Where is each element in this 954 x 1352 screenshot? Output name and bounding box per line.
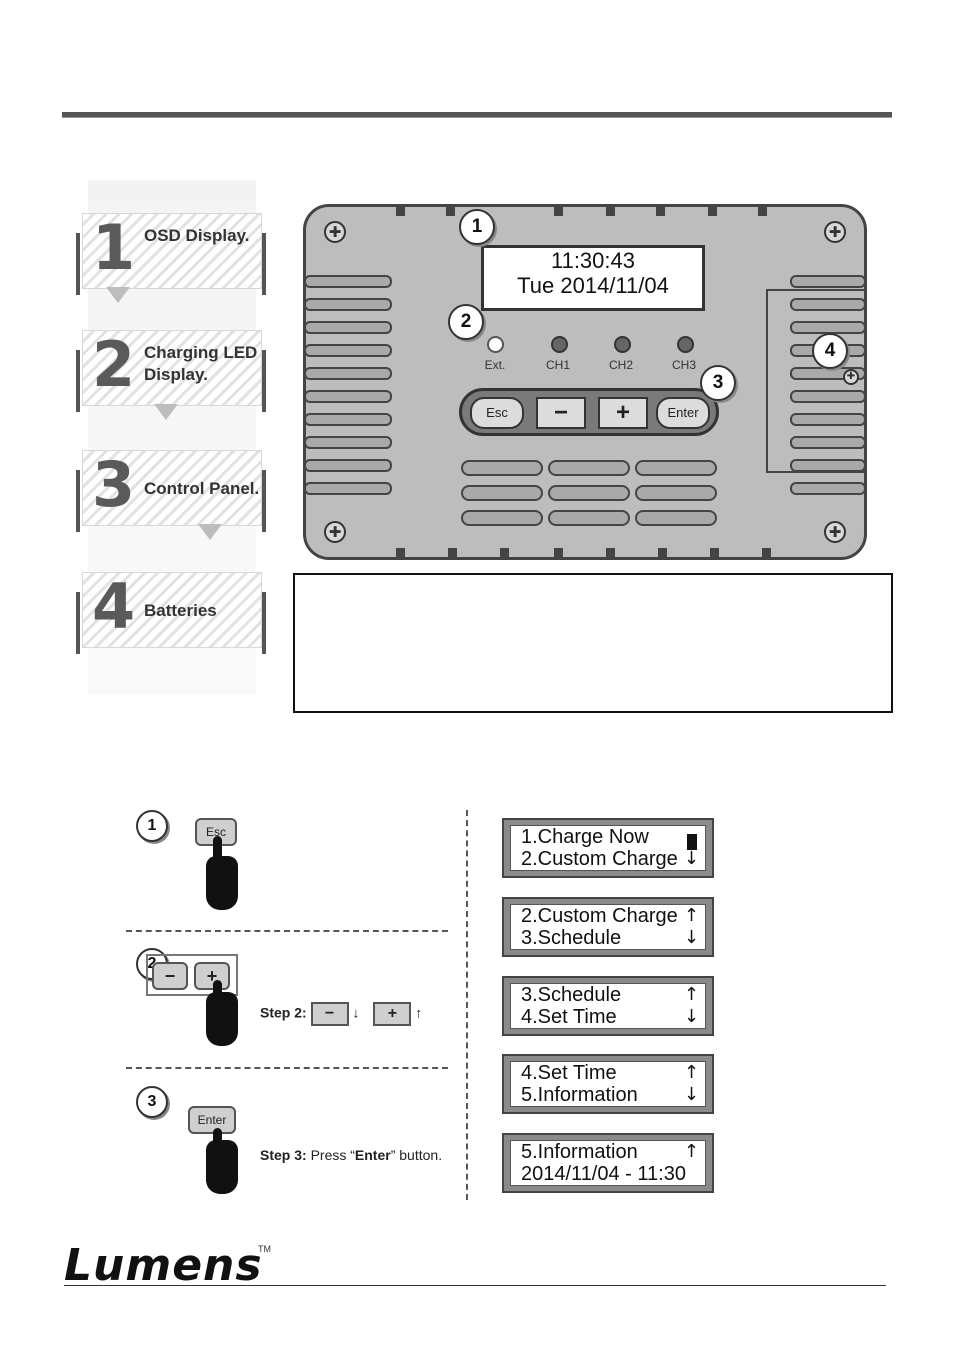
pointing-hand-icon — [213, 836, 222, 866]
vertical-divider — [466, 810, 468, 1200]
menu-screen-1: 1.Charge Now 2.Custom Charge ↓ — [502, 818, 714, 878]
legend-item-osd-display: 1 OSD Display. — [76, 205, 268, 303]
menu-screen-4: 4.Set Time ↑ 5.Information ↓ — [502, 1054, 714, 1114]
callout-3: 3 — [700, 365, 736, 401]
up-arrow-icon: ↑ — [683, 1141, 699, 1162]
step-divider — [126, 1067, 448, 1069]
osd-time: 11:30:43 — [550, 248, 635, 273]
screw-icon: ✚ — [324, 521, 346, 543]
screw-icon: ✚ — [324, 221, 346, 243]
down-arrow-icon: ↓ — [683, 848, 699, 869]
led-label-ch3: CH3 — [671, 358, 696, 372]
led-label-ch2: CH2 — [608, 358, 633, 372]
led-ch2 — [614, 336, 631, 353]
minus-button[interactable]: − — [536, 397, 586, 429]
menu-screen-2: 2.Custom Charge ↑ 3.Schedule ↓ — [502, 897, 714, 957]
charger-device-illustration: ✚ ✚ ✚ ✚ 11:30:43 Tue 2014/11/04 Ext. CH — [303, 204, 867, 560]
step2-plus-key: + — [194, 962, 230, 990]
enter-button[interactable]: Enter — [656, 397, 710, 429]
step-callout-3: 3 — [136, 1086, 168, 1118]
minus-key-icon: − — [310, 1002, 349, 1026]
control-panel: Esc − + Enter — [459, 388, 719, 436]
screw-icon: ✚ — [824, 221, 846, 243]
menu-screen-5: 5.Information ↑ 2014/11/04 - 11:30 — [502, 1133, 714, 1193]
top-rule — [62, 112, 892, 118]
legend-text: Control Panel. — [144, 479, 260, 498]
step3-instruction: Step 3: Press “Enter” button. — [260, 1147, 443, 1163]
step2-instruction: Step 2: − ↓ + ↑ — [260, 1002, 422, 1026]
down-arrow-icon: ↓ — [683, 1006, 699, 1027]
callout-4: 4 — [812, 333, 848, 369]
led-ch1 — [551, 336, 568, 353]
callout-2: 2 — [448, 304, 484, 340]
legend-number: 2 — [92, 328, 136, 401]
osd-display: 11:30:43 Tue 2014/11/04 — [481, 245, 705, 311]
menu-screen-3: 3.Schedule ↑ 4.Set Time ↓ — [502, 976, 714, 1036]
screw-icon: ✚ — [824, 521, 846, 543]
down-arrow-icon: ↓ — [683, 927, 699, 948]
up-arrow-icon: ↑ — [683, 984, 699, 1005]
legend-number: 1 — [92, 211, 136, 284]
legend-item-batteries: 4 Batteries — [76, 564, 268, 659]
battery-screw-icon: ✚ — [843, 369, 859, 385]
description-frame — [293, 573, 893, 713]
step3-enter-key: Enter — [188, 1106, 236, 1134]
esc-button[interactable]: Esc — [470, 397, 524, 429]
up-arrow-icon: ↑ — [683, 905, 699, 926]
step-divider — [126, 930, 448, 932]
callout-1: 1 — [459, 209, 495, 245]
led-ext — [487, 336, 504, 353]
footer-rule — [64, 1285, 886, 1286]
up-arrow-icon: ↑ — [683, 1062, 699, 1083]
battery-bay — [766, 289, 866, 473]
legend-item-charging-led-display: 2 Charging LED Display. — [76, 322, 268, 420]
legend-text: Charging LED Display. — [144, 343, 258, 384]
step-callout-1: 1 — [136, 810, 168, 842]
plus-key-icon: + — [373, 1002, 412, 1026]
down-arrow-icon: ↓ — [683, 1084, 699, 1105]
legend-number: 4 — [92, 570, 136, 643]
lumens-logo: Lumens — [64, 1240, 263, 1291]
legend-text: Batteries — [144, 601, 217, 620]
cursor-block — [687, 834, 697, 850]
legend-hatched-box — [82, 213, 262, 289]
osd-date: Tue 2014/11/04 — [517, 273, 669, 298]
legend-text: OSD Display. — [144, 226, 250, 245]
led-label-ch1: CH1 — [545, 358, 570, 372]
legend-number: 3 — [92, 448, 136, 521]
led-label-ext: Ext. — [484, 358, 506, 372]
step2-minus-key: − — [152, 962, 188, 990]
trademark: TM — [258, 1244, 271, 1254]
legend-item-control-panel: 3 Control Panel. — [76, 442, 268, 540]
led-ch3 — [677, 336, 694, 353]
plus-button[interactable]: + — [598, 397, 648, 429]
